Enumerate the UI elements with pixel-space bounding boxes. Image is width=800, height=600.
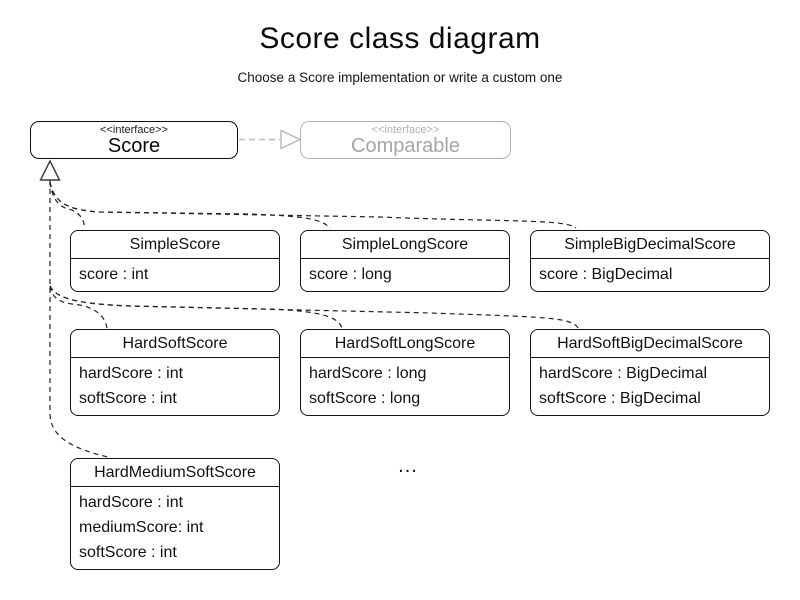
realization-line-hardmediumsoftscore	[49, 180, 109, 458]
realization-line-hardsoftbigdecimalscore	[49, 285, 579, 329]
class-box-simplelongscore: SimpleLongScore score : long	[300, 230, 510, 292]
class-attribute: hardScore : long	[309, 365, 427, 382]
class-attribute: hardScore : int	[79, 494, 184, 511]
class-box-hardsoftlongscore: HardSoftLongScore hardScore : long softS…	[300, 329, 510, 416]
class-box-hardmediumsoftscore: HardMediumSoftScore hardScore : int medi…	[70, 458, 280, 570]
class-name: SimpleLongScore	[301, 231, 509, 259]
realization-line-simplebigdecimalscore	[49, 181, 577, 229]
class-attribute: softScore : long	[309, 390, 421, 407]
class-attribute: score : long	[309, 266, 392, 283]
realization-arrowhead-icon	[39, 159, 61, 181]
class-box-simplebigdecimalscore: SimpleBigDecimalScore score : BigDecimal	[530, 230, 770, 292]
interface-box-comparable: <<interface>> Comparable	[300, 121, 511, 159]
realization-line-hardsoftlongscore	[49, 285, 343, 329]
class-box-hardsoftbigdecimalscore: HardSoftBigDecimalScore hardScore : BigD…	[530, 329, 770, 416]
class-attribute: softScore : int	[79, 390, 177, 407]
class-name: HardMediumSoftScore	[71, 459, 279, 487]
realization-line-simplescore	[49, 181, 86, 230]
class-name: HardSoftScore	[71, 330, 279, 358]
class-name: HardSoftLongScore	[301, 330, 509, 358]
realization-line-hardsoftscore	[49, 285, 108, 329]
class-name: HardSoftBigDecimalScore	[531, 330, 769, 358]
interface-name: Score	[107, 134, 161, 157]
class-box-simplescore: SimpleScore score : int	[70, 230, 280, 292]
more-implementations-ellipsis: ...	[398, 455, 418, 477]
class-box-hardsoftscore: HardSoftScore hardScore : int softScore …	[70, 329, 280, 416]
dependency-arrowhead-icon	[280, 129, 302, 150]
interface-name: Comparable	[351, 134, 460, 157]
class-attribute: softScore : BigDecimal	[539, 390, 701, 407]
class-attribute: score : int	[79, 266, 149, 283]
stereotype-label: <<interface>>	[100, 123, 168, 136]
class-attribute: hardScore : int	[79, 365, 184, 382]
interface-box-score: <<interface>> Score	[30, 121, 238, 159]
class-name: SimpleScore	[71, 231, 279, 259]
class-attribute: hardScore : BigDecimal	[539, 365, 708, 382]
diagram-title: Score class diagram	[259, 22, 541, 55]
realization-line-simplelongscore	[49, 181, 331, 230]
class-attribute: mediumScore: int	[79, 519, 204, 536]
class-attribute: softScore : int	[79, 544, 177, 561]
diagram-subtitle: Choose a Score implementation or write a…	[237, 70, 563, 85]
class-attribute: score : BigDecimal	[539, 266, 673, 283]
stereotype-label: <<interface>>	[371, 123, 440, 136]
class-name: SimpleBigDecimalScore	[531, 231, 769, 259]
